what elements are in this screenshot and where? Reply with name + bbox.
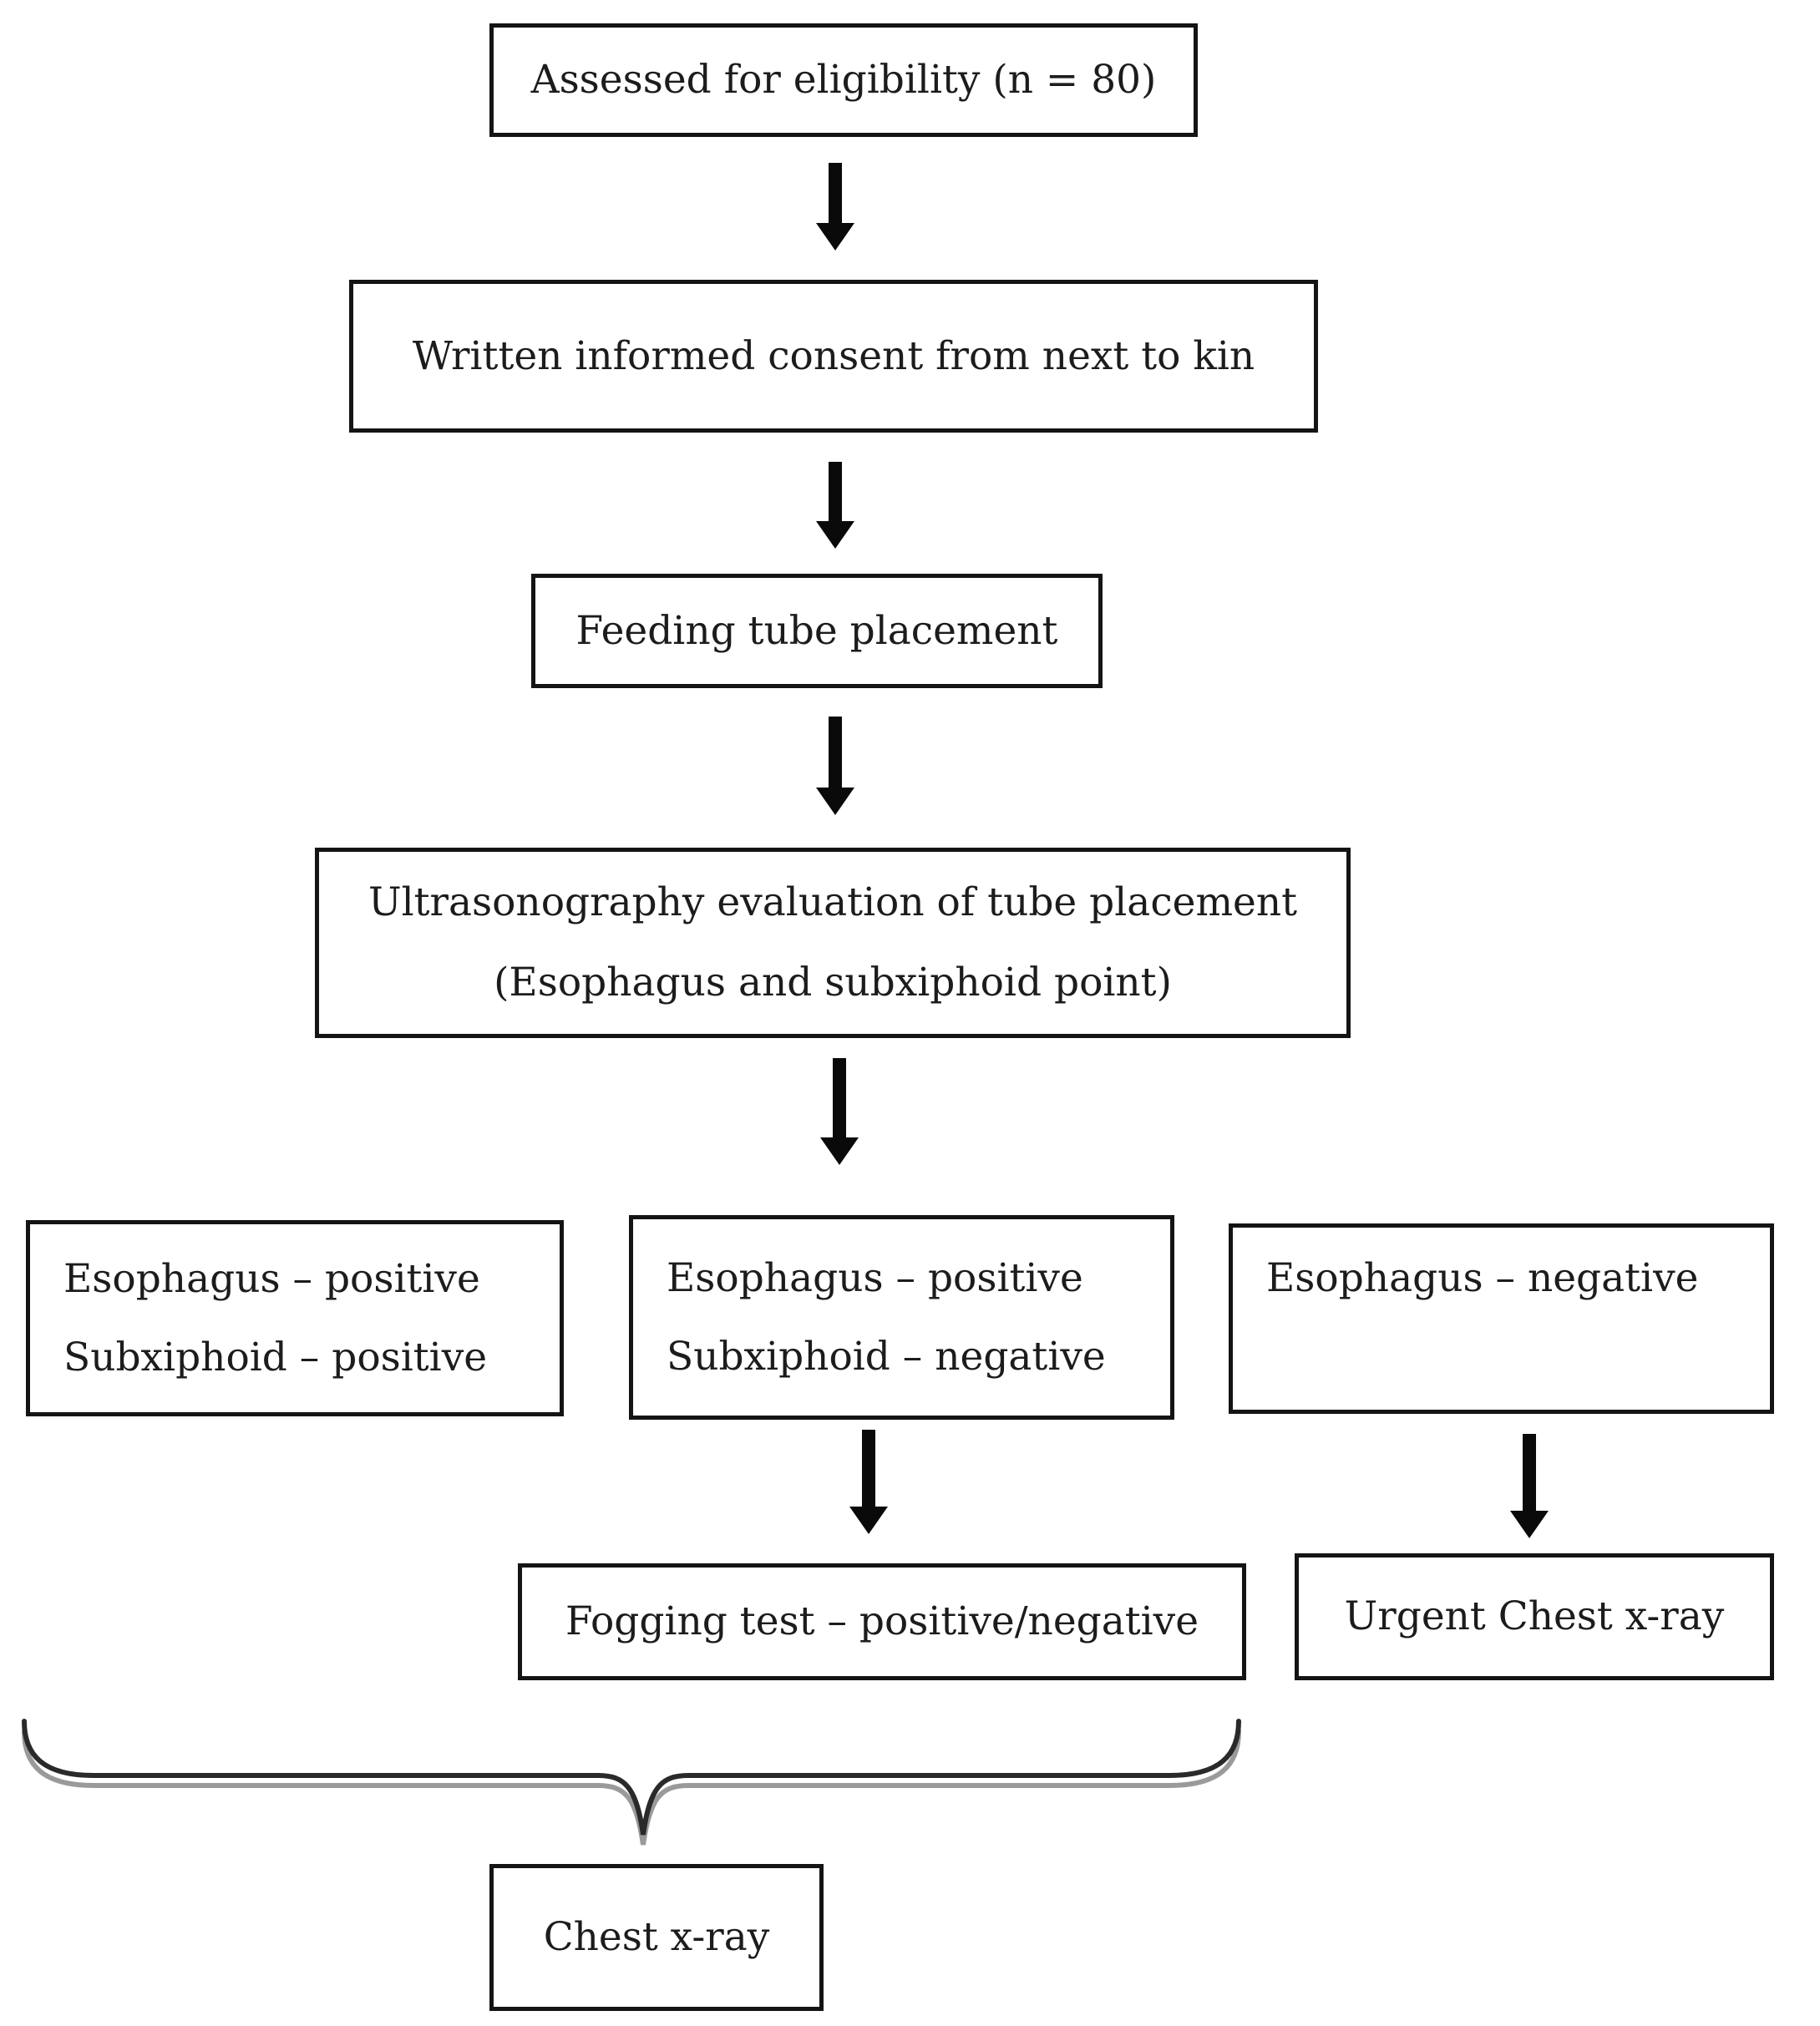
- node-label: Written informed consent from next to ki…: [412, 332, 1255, 379]
- curly-brace: [22, 1719, 1241, 1846]
- node-esophagus-positive-subxiphoid-negative: Esophagus – positive Subxiphoid – negati…: [629, 1215, 1174, 1420]
- arrow-shaft: [1523, 1434, 1536, 1511]
- arrow-head-icon: [820, 1137, 859, 1165]
- node-label-line1: Esophagus – positive: [667, 1254, 1083, 1301]
- node-label-line2: Subxiphoid – negative: [667, 1333, 1106, 1380]
- arrow-head-icon: [816, 223, 854, 251]
- node-label: Fogging test – positive/negative: [565, 1598, 1199, 1644]
- node-written-informed-consent: Written informed consent from next to ki…: [349, 280, 1318, 433]
- arrow-head-icon: [816, 521, 854, 549]
- node-label: Assessed for eligibility (n = 80): [530, 57, 1157, 103]
- node-label: Feeding tube placement: [575, 607, 1058, 654]
- node-label: Urgent Chest x-ray: [1344, 1593, 1725, 1639]
- arrow-shaft: [862, 1430, 875, 1507]
- node-ultrasonography-evaluation: Ultrasonography evaluation of tube place…: [315, 848, 1351, 1038]
- node-label-line1: Esophagus – negative: [1266, 1255, 1699, 1301]
- node-fogging-test: Fogging test – positive/negative: [518, 1563, 1246, 1680]
- flow-arrow-down-1: [816, 163, 854, 251]
- node-label: Chest x-ray: [543, 1914, 770, 1960]
- node-urgent-chest-xray: Urgent Chest x-ray: [1295, 1553, 1774, 1680]
- node-label-line1: Esophagus – positive: [63, 1255, 480, 1302]
- node-feeding-tube-placement: Feeding tube placement: [531, 574, 1103, 688]
- node-esophagus-positive-subxiphoid-positive: Esophagus – positive Subxiphoid – positi…: [26, 1220, 564, 1416]
- arrow-head-icon: [816, 788, 854, 815]
- flow-arrow-down-3: [816, 717, 854, 815]
- flow-arrow-down-6: [1510, 1434, 1549, 1538]
- arrow-shaft: [829, 717, 842, 788]
- node-assessed-for-eligibility: Assessed for eligibility (n = 80): [489, 23, 1198, 137]
- flow-arrow-down-4: [820, 1058, 859, 1165]
- node-label-line2: (Esophagus and subxiphoid point): [494, 960, 1172, 1005]
- flow-arrow-down-2: [816, 462, 854, 549]
- arrow-shaft: [829, 163, 842, 223]
- arrow-shaft: [829, 462, 842, 521]
- arrow-shaft: [833, 1058, 846, 1137]
- node-esophagus-negative: Esophagus – negative: [1229, 1223, 1774, 1414]
- node-chest-xray: Chest x-ray: [489, 1864, 824, 2011]
- node-label-line2: Subxiphoid – positive: [63, 1334, 488, 1380]
- arrow-head-icon: [849, 1507, 888, 1534]
- node-label-line1: Ultrasonography evaluation of tube place…: [368, 879, 1297, 925]
- flow-arrow-down-5: [849, 1430, 888, 1534]
- arrow-head-icon: [1510, 1511, 1549, 1538]
